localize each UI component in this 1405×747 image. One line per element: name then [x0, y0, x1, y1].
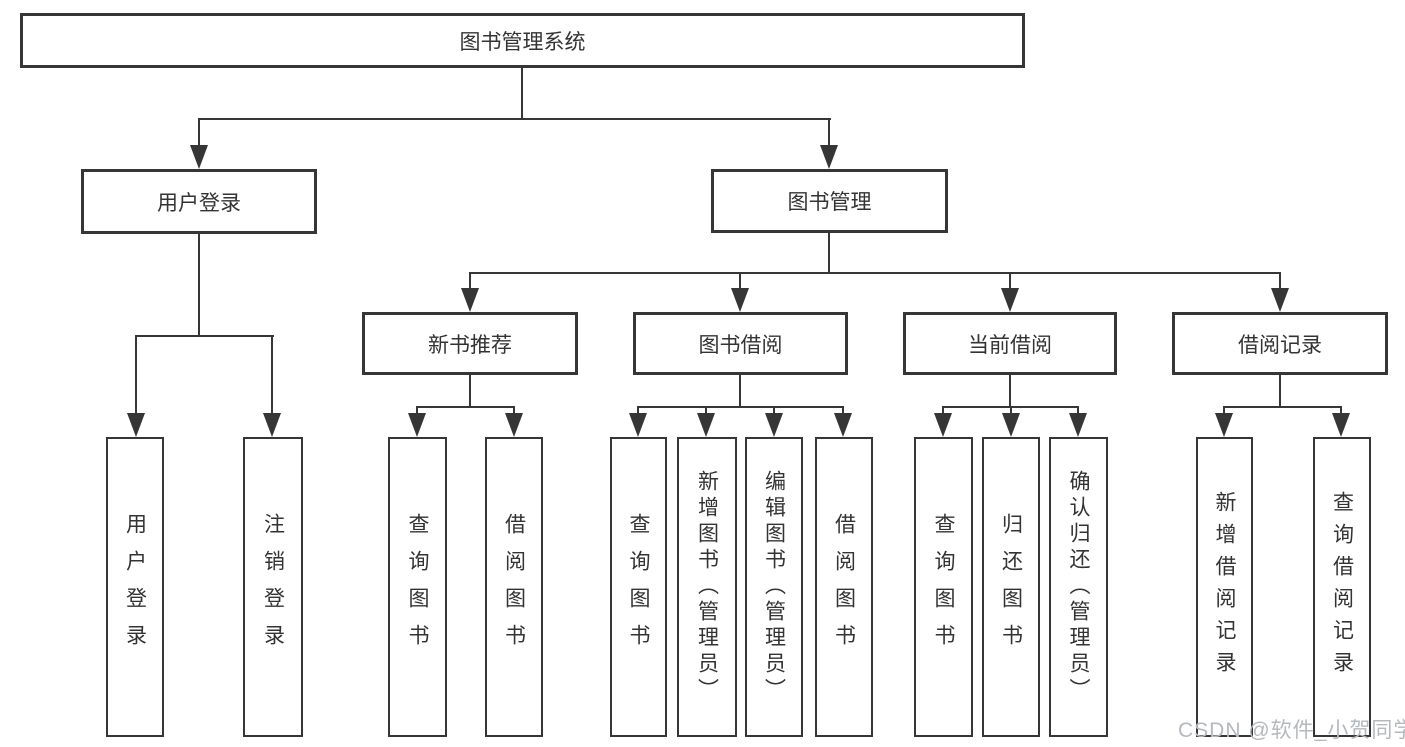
arrowhead-book-borrow [731, 288, 749, 312]
arrowhead-leaf-return [1002, 413, 1020, 437]
connector-to-leaf-add-record [1223, 406, 1225, 414]
leaf-borrow-books-1-label: 借阅图书 [502, 513, 526, 661]
leaf-add-borrow-record-label: 新增借阅记录 [1213, 491, 1236, 683]
connector-to-leaf-edit-book [773, 406, 775, 414]
leaf-query-books-3-label: 查询图书 [932, 513, 955, 661]
arrowhead-leaf-add-book [697, 413, 715, 437]
connector-to-leaf-login [135, 335, 137, 415]
node-borrowing-records-label: 借阅记录 [1238, 333, 1322, 357]
connector-new-book-branch [416, 406, 515, 408]
connector-to-book-management [828, 118, 830, 147]
leaf-query-borrow-record: 查询借阅记录 [1313, 437, 1371, 737]
leaf-user-login-label: 用户登录 [123, 513, 147, 661]
leaf-confirm-return-admin-label: 确认归还（管理员） [1067, 470, 1090, 704]
connector-new-book-stem [469, 375, 471, 406]
connector-to-leaf-borrow2 [842, 406, 844, 414]
arrowhead-leaf-edit-book [765, 413, 783, 437]
connector-to-leaf-query3 [942, 406, 944, 414]
connector-to-leaf-confirm-return [1077, 406, 1079, 414]
arrowhead-leaf-logout [263, 413, 281, 437]
connector-book-mgmt-stem [828, 233, 830, 272]
arrowhead-user-login [190, 145, 208, 169]
node-borrowing-records: 借阅记录 [1172, 312, 1388, 375]
connector-records-stem [1279, 375, 1281, 406]
connector-to-current-borrow [1009, 272, 1011, 289]
leaf-add-book-admin: 新增图书（管理员） [677, 437, 737, 737]
leaf-return-books-label: 归还图书 [999, 513, 1023, 661]
node-current-borrowing: 当前借阅 [903, 312, 1117, 375]
connector-root-stem [521, 68, 523, 118]
leaf-edit-book-admin: 编辑图书（管理员） [745, 437, 803, 737]
node-user-login-group-label: 用户登录 [157, 191, 241, 215]
leaf-borrow-books-2: 借阅图书 [815, 437, 873, 737]
arrowhead-borrow-records [1271, 288, 1289, 312]
arrowhead-leaf-query-record [1332, 413, 1350, 437]
arrowhead-new-book [461, 288, 479, 312]
connector-to-leaf-query-record [1340, 406, 1342, 414]
arrowhead-leaf-borrow2 [834, 413, 852, 437]
leaf-borrow-books-1: 借阅图书 [485, 437, 543, 737]
arrowhead-leaf-confirm-return [1069, 413, 1087, 437]
connector-to-leaf-logout [271, 335, 273, 415]
leaf-query-books-1-label: 查询图书 [406, 513, 429, 661]
connector-user-login-stem [198, 234, 200, 335]
arrowhead-leaf-login [127, 413, 145, 437]
node-user-login-group: 用户登录 [81, 169, 317, 234]
node-new-book-recommend-label: 新书推荐 [428, 333, 512, 357]
node-root-system: 图书管理系统 [20, 13, 1025, 68]
node-book-borrowing-label: 图书借阅 [698, 333, 783, 357]
connector-to-book-borrow [739, 272, 741, 289]
connector-records-branch [1223, 406, 1342, 408]
leaf-confirm-return-admin: 确认归还（管理员） [1049, 437, 1108, 737]
node-book-management-group-label: 图书管理 [787, 191, 872, 214]
leaf-logout-label: 注销登录 [261, 513, 285, 661]
connector-book-borrow-branch [637, 406, 844, 408]
connector-to-leaf-borrow1 [513, 406, 515, 414]
csdn-watermark: CSDN @软件_小贺同学 [1178, 719, 1405, 742]
node-book-management-group: 图书管理 [711, 169, 948, 233]
arrowhead-leaf-add-record [1215, 413, 1233, 437]
node-new-book-recommend: 新书推荐 [362, 312, 578, 375]
arrowhead-book-management [820, 145, 838, 169]
connector-to-leaf-query1 [416, 406, 418, 414]
connector-book-borrow-stem [739, 375, 741, 406]
arrowhead-current-borrow [1001, 288, 1019, 312]
connector-root-branch [198, 118, 831, 120]
connector-to-borrow-records [1279, 272, 1281, 289]
arrowhead-leaf-query1 [408, 413, 426, 437]
arrowhead-leaf-query3 [934, 413, 952, 437]
node-current-borrowing-label: 当前借阅 [968, 333, 1052, 357]
leaf-query-books-2-label: 查询图书 [627, 513, 650, 661]
node-book-borrowing: 图书借阅 [633, 312, 848, 375]
leaf-add-borrow-record: 新增借阅记录 [1196, 437, 1253, 737]
connector-current-borrow-stem [1009, 375, 1011, 406]
leaf-query-borrow-record-label: 查询借阅记录 [1330, 491, 1354, 683]
leaf-query-books-2: 查询图书 [610, 437, 667, 737]
leaf-user-login: 用户登录 [106, 437, 164, 737]
connector-book-mgmt-branch [469, 272, 1281, 274]
leaf-edit-book-admin-label: 编辑图书（管理员） [762, 470, 786, 704]
connector-to-user-login [198, 118, 200, 147]
leaf-return-books: 归还图书 [982, 437, 1040, 737]
connector-to-leaf-add-book [705, 406, 707, 414]
arrowhead-leaf-query2 [629, 413, 647, 437]
connector-to-new-book [469, 272, 471, 289]
leaf-query-books-3: 查询图书 [914, 437, 973, 737]
leaf-query-books-1: 查询图书 [388, 437, 447, 737]
leaf-logout: 注销登录 [243, 437, 303, 737]
leaf-add-book-admin-label: 新增图书（管理员） [695, 470, 719, 704]
node-root-label: 图书管理系统 [459, 30, 586, 54]
leaf-borrow-books-2-label: 借阅图书 [832, 513, 856, 661]
arrowhead-leaf-borrow1 [505, 413, 523, 437]
connector-to-leaf-return [1010, 406, 1012, 414]
connector-user-login-branch [135, 335, 274, 337]
connector-to-leaf-query2 [637, 406, 639, 414]
